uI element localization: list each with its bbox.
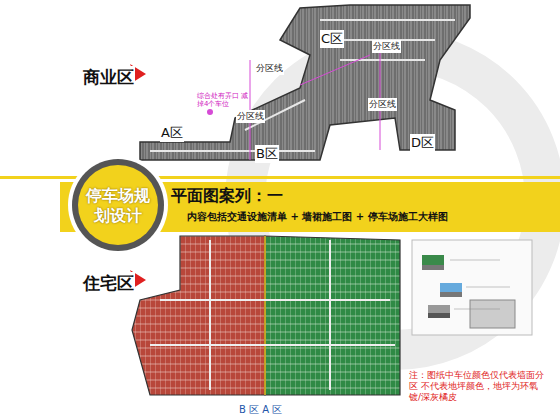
label: 商业区 bbox=[82, 66, 135, 89]
band bbox=[60, 182, 560, 232]
title-band: 平面图案列：一内容包括交通设施清单 + 墙裙施工图 + 停车场施工大样图 bbox=[165, 184, 555, 230]
label: 综合处有弄口 减掉4个车位 bbox=[196, 92, 250, 109]
label: 分区线 bbox=[368, 98, 397, 111]
band-text: 平面图案列：一 bbox=[171, 186, 283, 207]
label: C区 bbox=[320, 30, 344, 48]
label: 分区线 bbox=[372, 40, 401, 53]
commercial-plan bbox=[140, 5, 470, 160]
label: 注：图纸中车位颜色仅代表墙面分区 不代表地坪颜色，地坪为环氧镀/深灰橘皮 bbox=[408, 370, 550, 402]
label: B 区 A 区 bbox=[238, 403, 283, 417]
label: 分区线 bbox=[236, 110, 265, 123]
circle-title: 停车场规划设计 bbox=[82, 186, 154, 226]
title-circle: 停车场规划设计 bbox=[82, 170, 154, 242]
label: A区 bbox=[160, 124, 184, 142]
label: 住宅区 bbox=[82, 272, 135, 295]
label: D区 bbox=[410, 134, 435, 152]
detail-drawings bbox=[412, 240, 532, 335]
label: 分区线 bbox=[255, 62, 284, 75]
residential-plan bbox=[132, 236, 400, 395]
band-text: 内容包括交通设施清单 + 墙裙施工图 + 停车场施工大样图 bbox=[187, 210, 448, 224]
label: B区 bbox=[255, 145, 279, 163]
